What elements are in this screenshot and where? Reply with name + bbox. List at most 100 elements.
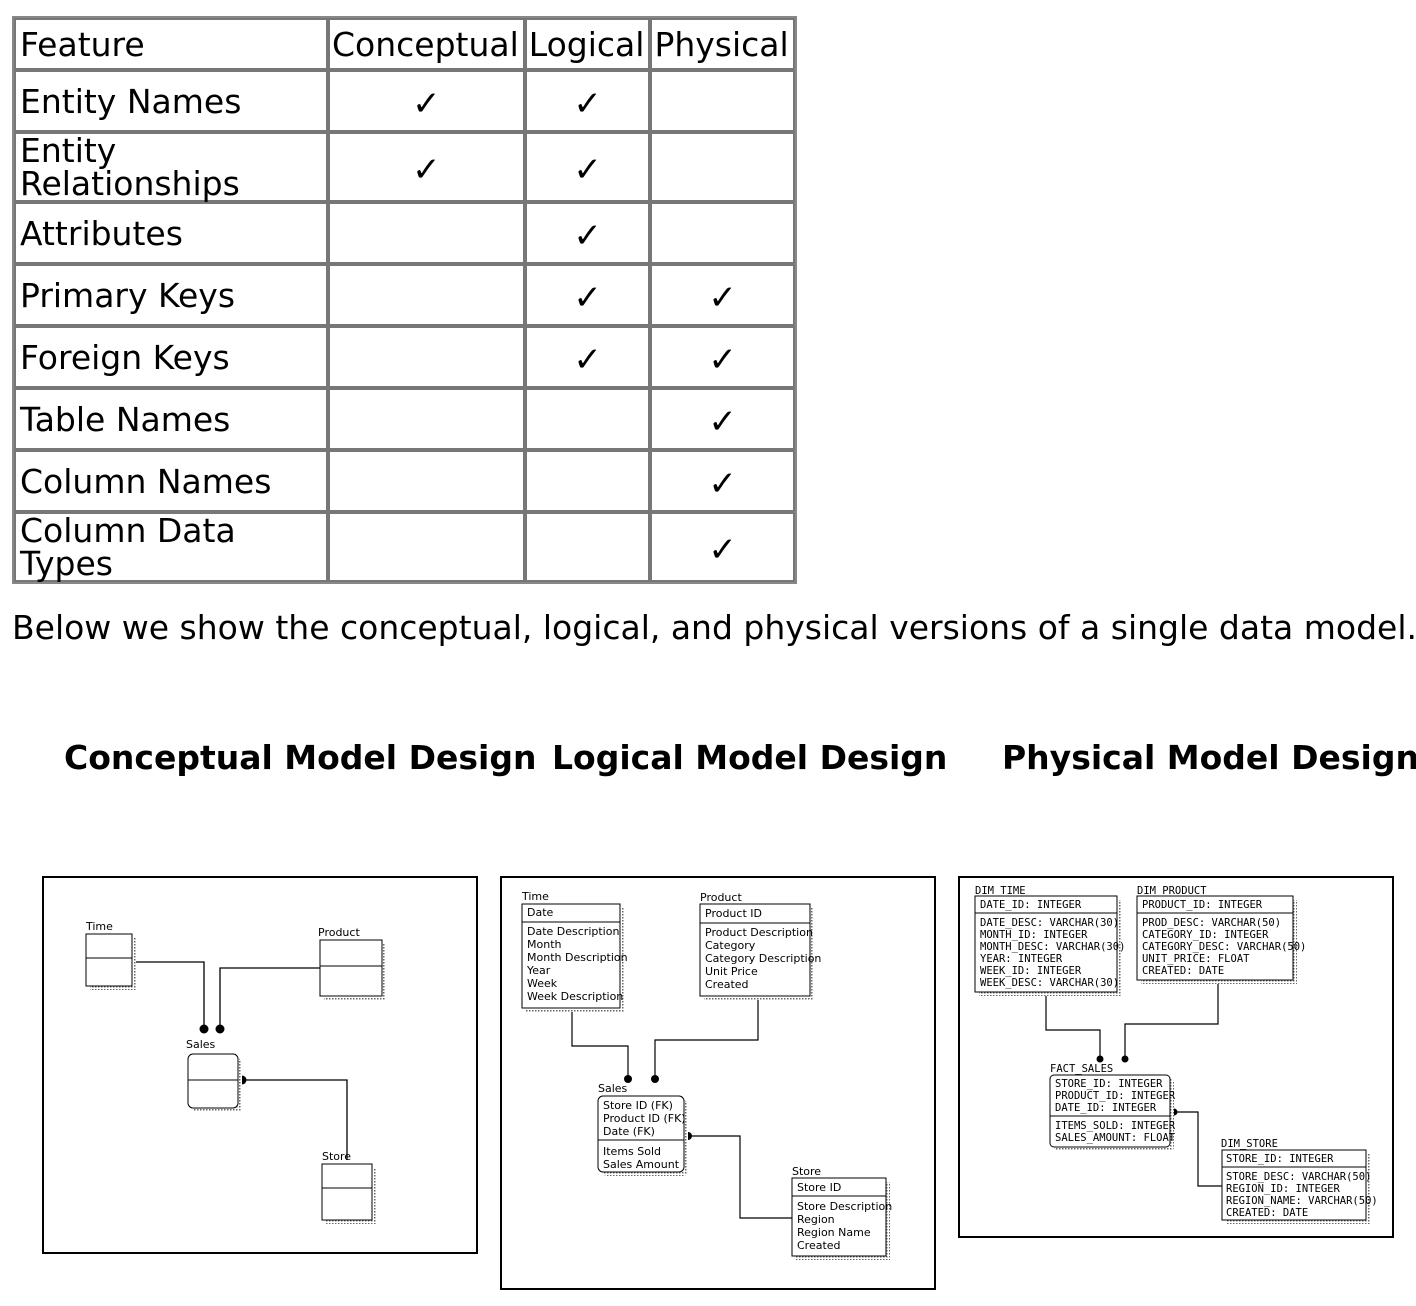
table-dim-time [974,895,1118,993]
product-attr: Product Description [705,926,813,939]
store-key: Store ID [797,1181,841,1194]
fact-sales-col: ITEMS_SOLD: INTEGER [1055,1120,1176,1132]
sales-attr: Items Sold [603,1145,661,1158]
table-label-dim-store: DIM_STORE [1221,1138,1278,1150]
check-icon: ✓ [708,402,737,442]
entity-label-product: Product [318,926,360,939]
header-conceptual: Conceptual [328,18,525,70]
check-icon: ✓ [412,84,441,124]
header-physical: Physical [650,18,795,70]
check-icon: ✓ [708,340,737,380]
relationship-dot [215,1024,225,1034]
table-row: Entity Relationships ✓ ✓ [14,132,795,202]
time-attr: Week [527,977,558,990]
table-row: Table Names ✓ [14,388,795,450]
entity-label-sales: Sales [186,1038,216,1051]
entity-store [321,1163,373,1221]
entity-product [319,939,383,997]
sales-key: Date (FK) [603,1125,655,1138]
product-attr: Unit Price [705,965,758,978]
store-attr: Created [797,1239,841,1252]
feature-name: Table Names [14,388,328,450]
table-label-fact-sales: FACT_SALES [1050,1063,1113,1075]
table-row: Attributes ✓ [14,202,795,264]
time-attr: Week Description [527,990,623,1003]
fact-sales-key: PRODUCT_ID: INTEGER [1055,1090,1176,1102]
conceptual-title: Conceptual Model Design [64,738,537,777]
feature-name: Entity Names [14,70,328,132]
header-logical: Logical [524,18,651,70]
check-icon: ✓ [412,150,441,190]
table-fact-sales [1049,1074,1171,1148]
entity-time [85,933,133,987]
sales-attr: Sales Amount [603,1158,680,1171]
table-dim-store [1221,1149,1367,1221]
time-key: Date [527,906,554,919]
dim-store-col: STORE_DESC: VARCHAR(50) [1226,1171,1371,1183]
dim-product-col: UNIT_PRICE: FLOAT [1142,953,1250,965]
logical-title: Logical Model Design [552,738,948,777]
check-icon: ✓ [708,278,737,318]
dim-time-col: WEEK_ID: INTEGER [980,965,1082,977]
dim-store-key: STORE_ID: INTEGER [1226,1153,1334,1165]
sales-key: Store ID (FK) [603,1099,673,1112]
relationship-line [134,961,205,1028]
feature-name: Entity Relationships [14,132,328,202]
check-icon: ✓ [573,340,602,380]
dim-store-col: REGION_ID: INTEGER [1226,1183,1340,1195]
dim-time-key: DATE_ID: INTEGER [980,899,1082,911]
table-dim-product [1136,895,1294,981]
time-attr: Year [526,964,551,977]
time-attr: Month [527,938,562,951]
fact-sales-key: DATE_ID: INTEGER [1055,1102,1157,1114]
dim-product-col: CREATED: DATE [1142,965,1224,977]
product-key: Product ID [705,907,762,920]
relationship-line [219,967,320,1028]
product-attr: Category [705,939,756,952]
entity-sales [597,1095,685,1173]
check-icon: ✓ [573,216,602,256]
table-row: Entity Names ✓ ✓ [14,70,795,132]
feature-name: Primary Keys [14,264,328,326]
physical-diagram: DIM_TIME DATE_ID: INTEGER DATE_DESC: VAR… [958,876,1394,1238]
store-attr: Region [797,1213,835,1226]
entity-label-store: Store [322,1150,351,1163]
physical-title: Physical Model Design [1002,738,1416,777]
table-row: Column Names ✓ [14,450,795,512]
entity-sales [187,1053,239,1109]
logical-diagram: Time Date Date Description Month Month D… [500,876,936,1290]
dim-product-col: CATEGORY_DESC: VARCHAR(50) [1142,941,1306,953]
check-icon: ✓ [573,278,602,318]
entity-product [699,903,811,997]
table-label-dim-time: DIM_TIME [975,885,1026,897]
fact-sales-col: SALES_AMOUNT: FLOAT [1055,1132,1176,1144]
store-attr: Region Name [797,1226,871,1239]
entity-label-time: Time [85,920,113,933]
check-icon: ✓ [573,150,602,190]
product-attr: Category Description [705,952,821,965]
entity-time [521,903,621,1009]
feature-name: Column Data Types [14,512,328,582]
dim-time-col: DATE_DESC: VARCHAR(30) [980,917,1119,929]
header-feature: Feature [14,18,328,70]
feature-name: Column Names [14,450,328,512]
dim-product-col: PROD_DESC: VARCHAR(50) [1142,917,1281,929]
dim-time-col: MONTH_DESC: VARCHAR(30) [980,941,1125,953]
dim-product-col: CATEGORY_ID: INTEGER [1142,929,1269,941]
dim-time-col: WEEK_DESC: VARCHAR(30) [980,977,1119,989]
conceptual-diagram: Time Product Sales Store [42,876,478,1254]
entity-label-time: Time [521,890,549,903]
check-icon: ✓ [708,464,737,504]
feature-comparison-table: Feature Conceptual Logical Physical Enti… [12,16,797,584]
table-row: Primary Keys ✓ ✓ [14,264,795,326]
dim-store-col: REGION_NAME: VARCHAR(50) [1226,1195,1378,1207]
product-attr: Created [705,978,749,991]
check-icon: ✓ [573,84,602,124]
entity-label-store: Store [792,1165,821,1178]
dim-product-key: PRODUCT_ID: INTEGER [1142,899,1263,911]
dim-time-col: YEAR: INTEGER [980,953,1063,965]
relationship-line [242,1079,348,1160]
intro-paragraph: Below we show the conceptual, logical, a… [12,608,1416,647]
entity-label-sales: Sales [598,1082,628,1095]
feature-name: Foreign Keys [14,326,328,388]
